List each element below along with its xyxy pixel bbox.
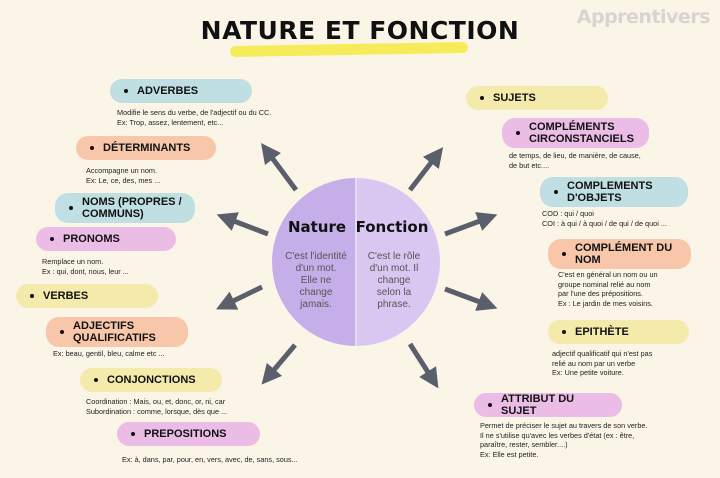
arrow-up-left (261, 142, 299, 192)
pill-complements-objets: COMPLEMENTS D'OBJETS (540, 177, 688, 207)
bullet-icon (90, 146, 94, 150)
fonction-text: C'est le rôle d'un mot. Il change selon … (367, 251, 421, 310)
pill-noms: NOMS (PROPRES / COMMUNS) (55, 193, 195, 223)
pill-complement-du-nom: COMPLÉMENT DU NOM (548, 239, 691, 269)
pill-label: COMPLEMENTS D'OBJETS (567, 180, 653, 204)
bullet-icon (480, 96, 484, 100)
desc-attribut-du-sujet: Permet de préciser le sujet au travers d… (480, 421, 648, 459)
arrow-right-up (444, 212, 498, 237)
arrow-down-left (216, 284, 264, 310)
bullet-icon (562, 330, 566, 334)
pill-label: ATTRIBUT DU SUJET (501, 393, 575, 417)
arrow-down-low-left (261, 343, 297, 385)
pill-adverbes: ADVERBES (110, 79, 252, 103)
page-title: NATURE ET FONCTION (200, 16, 520, 45)
bullet-icon (554, 190, 558, 194)
bullet-icon (50, 237, 54, 241)
pill-attribut-du-sujet: ATTRIBUT DU SUJET (474, 393, 622, 417)
nature-title: Nature (287, 218, 347, 236)
pill-conjonctions: CONJONCTIONS (80, 368, 222, 392)
pill-prepositions: PREPOSITIONS (117, 422, 260, 446)
pill-label: ADJECTIFS QUALIFICATIFS (73, 320, 156, 344)
pill-label: NOMS (PROPRES / COMMUNS) (82, 196, 182, 220)
pill-pronoms: PRONOMS (36, 227, 176, 251)
pill-label: COMPLÉMENT DU NOM (575, 242, 673, 266)
arrow-down-right (407, 342, 439, 389)
bullet-icon (124, 89, 128, 93)
pill-label: PRONOMS (63, 233, 120, 245)
pill-label: CONJONCTIONS (107, 374, 196, 386)
bullet-icon (131, 432, 135, 436)
pill-determinants: DÉTERMINANTS (76, 136, 216, 160)
desc-complements-circonstanciels: de temps, de lieu, de manière, de cause,… (509, 151, 641, 170)
pill-sujets: SUJETS (466, 86, 608, 110)
desc-adverbes: Modifie le sens du verbe, de l'adjectif … (117, 108, 272, 127)
pill-label: DÉTERMINANTS (103, 142, 191, 154)
arrow-up-right (408, 147, 444, 192)
pill-adjectifs: ADJECTIFS QUALIFICATIFS (46, 317, 188, 347)
bullet-icon (94, 378, 98, 382)
bullet-icon (516, 131, 520, 135)
pill-verbes: VERBES (16, 284, 158, 308)
pill-label: SUJETS (493, 92, 536, 104)
desc-prepositions: Ex: à, dans, par, pour, en, vers, avec, … (122, 455, 298, 464)
pill-epithete: EPITHÈTE (548, 320, 689, 344)
pill-label: PREPOSITIONS (144, 428, 227, 440)
desc-epithete: adjectif qualificatif qui n'est pas reli… (552, 349, 653, 378)
pill-label: EPITHÈTE (575, 326, 629, 338)
bullet-icon (562, 252, 566, 256)
brand-logo: Apprentivers (576, 6, 711, 28)
bullet-icon (60, 330, 64, 334)
desc-complements-objets: COD : qui / quoi COI : à qui / à quoi / … (542, 209, 667, 228)
pill-label: COMPLÉMENTS CIRCONSTANCIELS (529, 121, 634, 145)
fonction-title: Fonction (355, 218, 429, 236)
bullet-icon (69, 206, 73, 210)
bullet-icon (488, 403, 492, 407)
nature-half (272, 178, 356, 346)
arrow-right-down (444, 286, 498, 311)
desc-pronoms: Remplace un nom. Ex : qui, dont, nous, l… (42, 257, 129, 276)
nature-text: C'est l'identité d'un mot. Elle ne chang… (285, 251, 347, 310)
desc-adjectifs: Ex: beau, gentil, bleu, calme etc ... (53, 349, 165, 358)
fonction-half (356, 178, 440, 346)
arrows (216, 142, 498, 389)
desc-conjonctions: Coordination : Mais, ou, et, donc, or, n… (86, 397, 228, 416)
arrow-left (216, 212, 269, 237)
desc-complement-du-nom: C'est en général un nom ou un groupe nom… (558, 270, 658, 308)
pill-label: VERBES (43, 290, 89, 302)
desc-determinants: Accompagne un nom. Ex: Le, ce, des, mes … (86, 166, 161, 185)
pill-label: ADVERBES (137, 85, 199, 97)
bullet-icon (30, 294, 34, 298)
pill-complements-circonstanciels: COMPLÉMENTS CIRCONSTANCIELS (502, 118, 649, 148)
